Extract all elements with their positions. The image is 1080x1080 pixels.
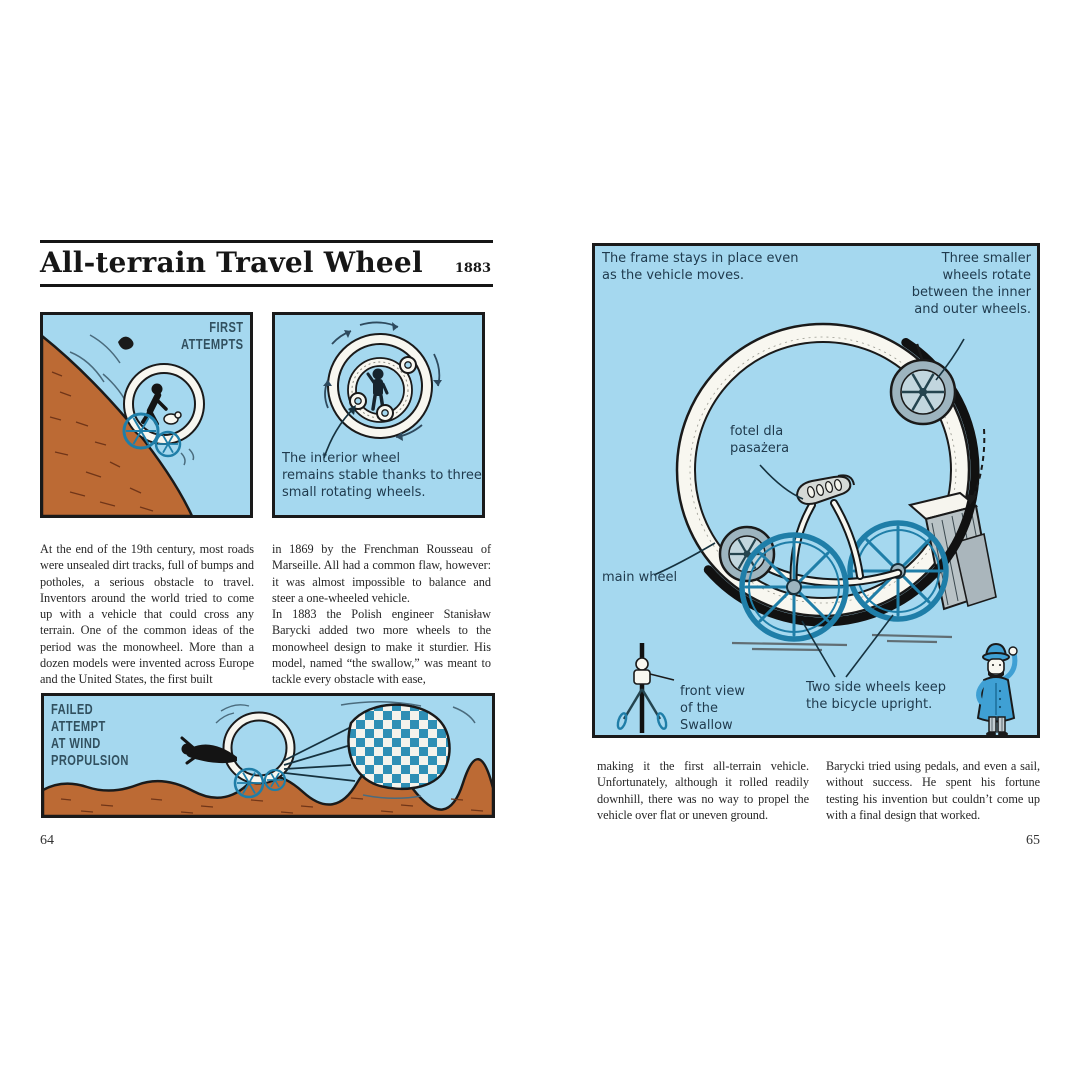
chapter-title-block: All-terrain Travel Wheel 1883 xyxy=(40,240,493,287)
swallow-illustration xyxy=(592,243,1040,738)
wind-propulsion-label: FAILED ATTEMPT AT WIND PROPULSION xyxy=(51,701,129,769)
speed-lines xyxy=(340,700,476,799)
body-text-right-col1: making it the first all-terrain vehicle.… xyxy=(597,759,809,822)
small-rotating-wheels xyxy=(349,356,417,422)
ground-texture xyxy=(60,797,484,814)
figure-silhouette xyxy=(366,368,389,411)
ground-wheels xyxy=(122,412,182,458)
main-wheel-ring xyxy=(675,322,971,618)
panel-wind-propulsion: FAILED ATTEMPT AT WIND PROPULSION xyxy=(41,693,495,818)
panel-first-attempts: FIRST ATTEMPTS xyxy=(40,312,253,518)
small-wheels xyxy=(233,767,287,799)
main-wheel-label: main wheel xyxy=(602,570,678,585)
rotation-arrows xyxy=(323,321,442,441)
three-wheels-label: Three smaller wheels rotate between the … xyxy=(911,251,1031,317)
front-view-diagram xyxy=(616,643,675,733)
caption-pointer xyxy=(323,405,356,459)
page-number-left: 64 xyxy=(40,833,54,848)
tow-cords xyxy=(282,725,356,782)
page-title: All-terrain Travel Wheel xyxy=(40,246,423,279)
flying-hat xyxy=(118,336,134,350)
panel-interior-wheel: The interior wheel remains stable thanks… xyxy=(272,312,485,518)
frame-label: The frame stays in place even as the veh… xyxy=(602,251,799,283)
monowheel-ring xyxy=(123,363,205,445)
front-view-label: front view of the Swallow xyxy=(680,684,745,733)
panel-swallow-diagram: The frame stays in place even as the veh… xyxy=(592,243,1040,738)
interior-wheel-caption: The interior wheel remains stable thanks… xyxy=(282,451,482,500)
body-text-left-col2: in 1869 by the Frenchman Rousseau of Mar… xyxy=(272,542,491,687)
ground-shadow xyxy=(731,633,953,652)
label-pointers xyxy=(653,338,965,678)
checkered-sail xyxy=(347,703,451,791)
interior-wheel-illustration xyxy=(272,312,485,518)
front-side-wheel xyxy=(739,532,849,642)
first-attempts-label: FIRST ATTEMPTS xyxy=(181,319,244,353)
body-text-left-col1: At the end of the 19th century, most roa… xyxy=(40,542,254,687)
dog xyxy=(163,411,182,425)
side-wheels-label: Two side wheels keep the bicycle upright… xyxy=(806,680,946,712)
inventor-figure xyxy=(976,642,1018,737)
chapter-year: 1883 xyxy=(454,261,491,276)
hill-texture xyxy=(49,371,154,512)
first-attempts-illustration xyxy=(40,312,253,518)
motion-dashes xyxy=(180,448,195,466)
flying-rider xyxy=(180,736,237,765)
body-text-right-col2: Barycki tried using pedals, and even a s… xyxy=(826,759,1040,822)
wind-propulsion-illustration xyxy=(41,693,495,818)
left-small-wheel xyxy=(718,525,776,583)
passenger-seat xyxy=(795,474,855,505)
page-number-right: 65 xyxy=(1026,833,1040,848)
spin-lines xyxy=(215,704,250,724)
seat-label: fotel dla pasażera xyxy=(730,424,790,456)
